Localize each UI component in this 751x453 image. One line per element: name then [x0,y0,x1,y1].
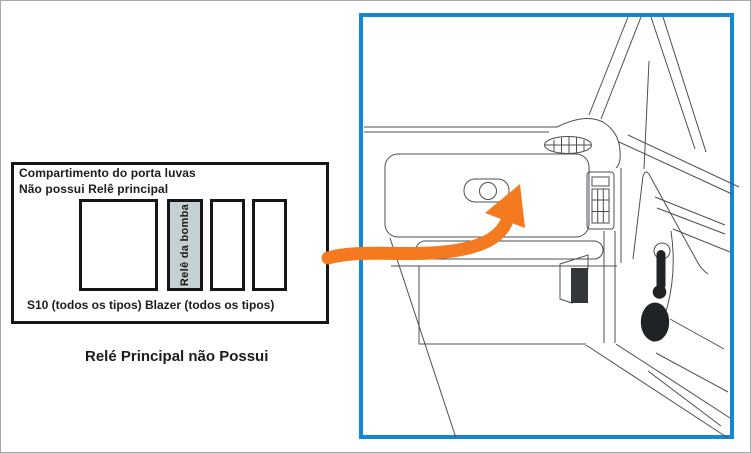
pump-relay-label: Relê da bomba [179,203,191,287]
diagram-caption: Relé Principal não Possui [85,348,269,365]
car-interior-panel [359,13,734,439]
relay-slot-large [79,199,158,291]
relay-slot-pump-relay: Relê da bomba [167,199,203,291]
vehicle-models-label: S10 (todos os tipos) Blazer (todos os ti… [27,298,275,312]
relay-slot-3 [210,199,245,291]
relay-box-header-line1: Compartimento do porta luvas [19,166,196,180]
relay-box-header-line2: Não possui Relê principal [19,182,169,196]
relay-slot-4 [252,199,287,291]
glovebox-relay-diagram: Compartimento do porta luvas Não possui … [11,162,329,324]
